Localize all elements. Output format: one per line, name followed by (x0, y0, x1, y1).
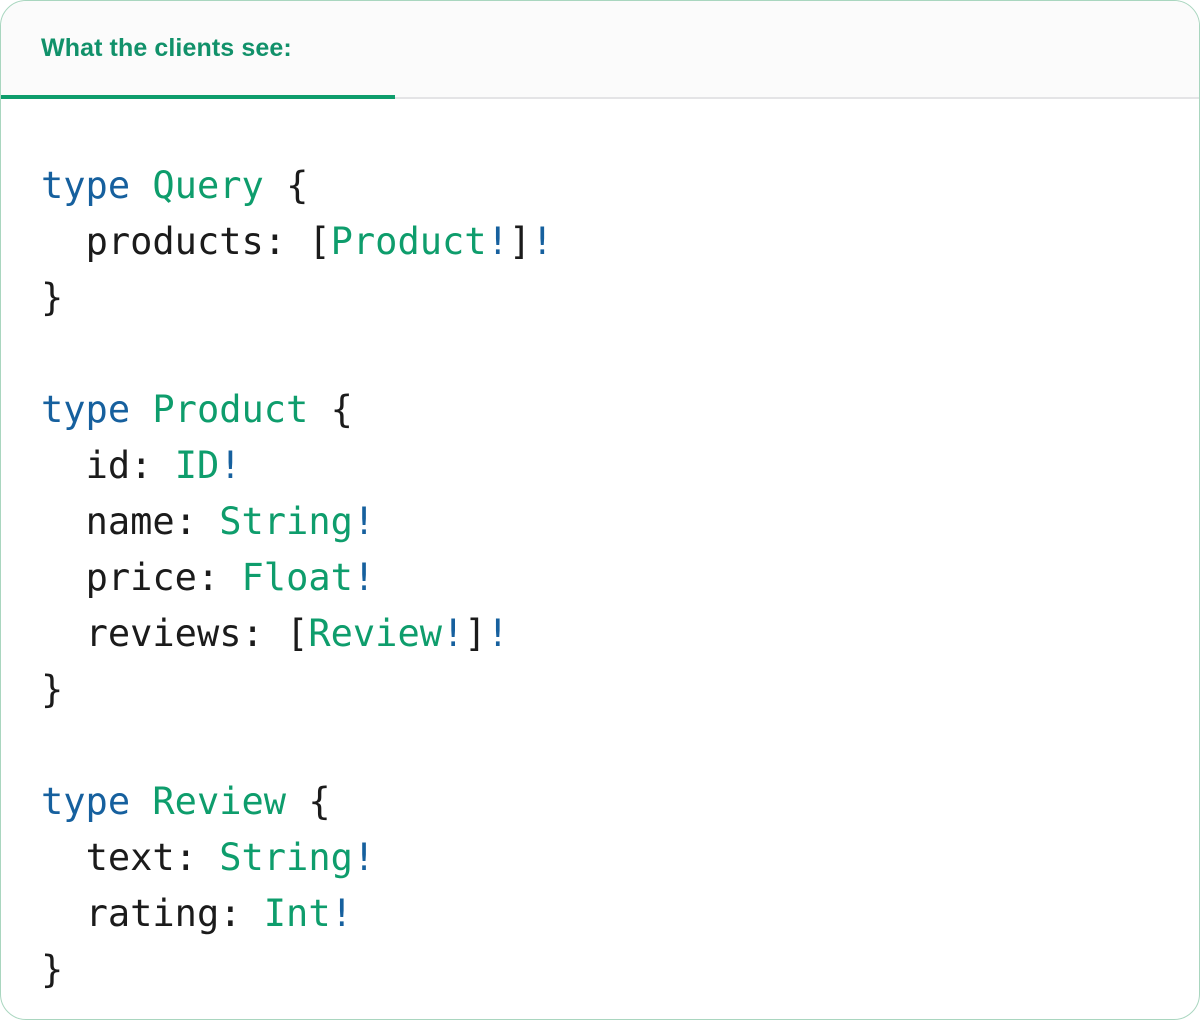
active-tab-underline (1, 95, 395, 99)
code-token-punc: } (41, 668, 64, 711)
code-token-punc (41, 220, 86, 263)
code-token-punc: { (330, 388, 353, 431)
code-line: reviews: [Review!]! (41, 606, 1171, 662)
code-token-punc (41, 500, 86, 543)
code-token-punc (41, 892, 86, 935)
code-token-kw: type (41, 388, 131, 431)
code-token-type: String (219, 836, 353, 879)
code-token-type: Query (152, 164, 264, 207)
code-line: type Query { (41, 158, 1171, 214)
tab-bar-divider (1, 97, 1199, 99)
tab-bar: What the clients see: (1, 1, 1199, 99)
code-line: text: String! (41, 830, 1171, 886)
code-token-punc: { (286, 164, 309, 207)
code-line: } (41, 942, 1171, 998)
code-token-kw: type (41, 780, 131, 823)
code-line (41, 326, 1171, 382)
code-token-punc: ] (508, 220, 532, 263)
code-token-punc: : (174, 836, 220, 879)
tab-what-the-clients-see[interactable]: What the clients see: (41, 34, 292, 62)
code-token-bang: ! (531, 220, 554, 263)
code-token-name: products (85, 220, 264, 263)
code-token-punc: : (219, 892, 264, 935)
code-token-punc: [ (308, 220, 331, 263)
code-token-punc: : (174, 500, 220, 543)
code-token-bang: ! (352, 500, 376, 543)
code-token-type: Int (263, 892, 331, 935)
code-token-punc (41, 612, 86, 655)
code-token-punc (130, 780, 152, 823)
code-token-punc (41, 556, 86, 599)
code-token-punc (308, 388, 330, 431)
graphql-schema-code: type Query { products: [Product!]! } typ… (41, 158, 1171, 998)
code-token-punc: : (196, 556, 242, 599)
code-token-type: Product (152, 388, 309, 431)
code-token-punc: } (41, 948, 64, 991)
code-token-punc (41, 836, 86, 879)
code-line: products: [Product!]! (41, 214, 1171, 270)
code-token-punc: { (308, 780, 331, 823)
code-line: } (41, 270, 1171, 326)
code-token-name: rating (85, 892, 220, 935)
code-token-type: Review (152, 780, 287, 823)
code-token-bang: ! (219, 444, 242, 487)
code-token-name: id (85, 444, 131, 487)
code-token-type: ID (174, 444, 220, 487)
code-token-punc (264, 164, 286, 207)
code-token-punc: } (41, 276, 64, 319)
code-line: } (41, 662, 1171, 718)
code-token-type: Float (241, 556, 353, 599)
code-line (41, 718, 1171, 774)
code-token-bang: ! (352, 556, 376, 599)
code-token-type: Product (330, 220, 487, 263)
code-token-punc: : (263, 220, 309, 263)
code-line: rating: Int! (41, 886, 1171, 942)
code-token-name: name (85, 500, 175, 543)
code-token-bang: ! (352, 836, 376, 879)
code-token-bang: ! (486, 612, 509, 655)
code-token-name: price (85, 556, 197, 599)
code-token-bang: ! (442, 612, 465, 655)
code-token-kw: type (41, 164, 131, 207)
code-token-punc: ] (464, 612, 487, 655)
code-token-punc: [ (286, 612, 309, 655)
code-token-name: reviews (85, 612, 242, 655)
code-line: type Review { (41, 774, 1171, 830)
code-token-punc: : (130, 444, 175, 487)
code-token-punc: : (241, 612, 287, 655)
code-token-bang: ! (486, 220, 509, 263)
code-token-punc (130, 164, 152, 207)
code-line: id: ID! (41, 438, 1171, 494)
code-line: price: Float! (41, 550, 1171, 606)
code-token-type: String (219, 500, 353, 543)
code-token-bang: ! (330, 892, 353, 935)
code-token-type: Review (308, 612, 442, 655)
code-token-name: text (85, 836, 175, 879)
code-token-punc (286, 780, 308, 823)
code-line: type Product { (41, 382, 1171, 438)
code-line: name: String! (41, 494, 1171, 550)
code-token-punc (130, 388, 152, 431)
code-token-punc (41, 444, 86, 487)
